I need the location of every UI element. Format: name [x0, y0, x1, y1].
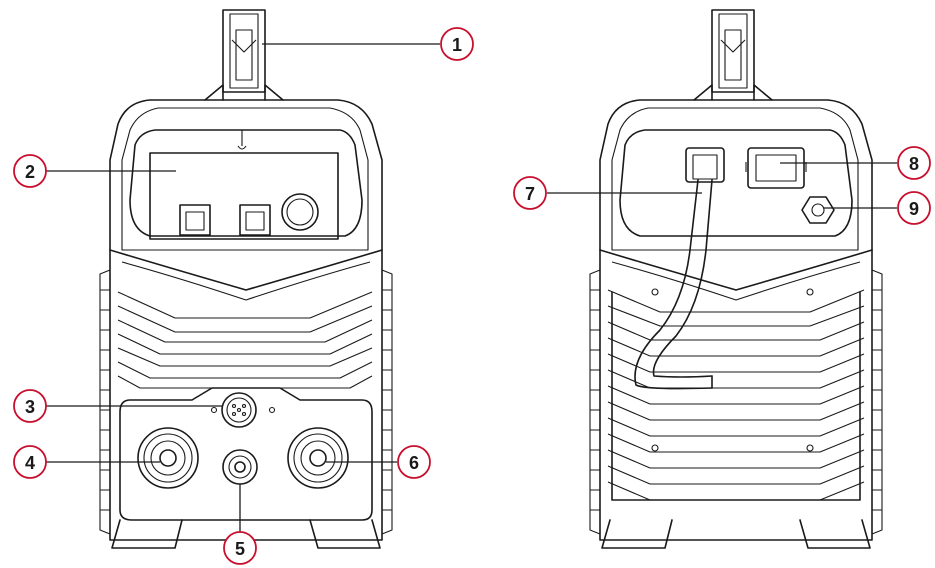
control-socket — [221, 392, 257, 428]
power-switch — [745, 147, 807, 189]
callout-4: 4 — [13, 445, 47, 479]
front-connector-panel — [119, 387, 373, 521]
callout-6: 6 — [397, 445, 431, 479]
callout-6-label: 6 — [409, 453, 419, 473]
back-body-outline — [599, 99, 873, 541]
back-view — [589, 9, 883, 549]
callout-5-label: 5 — [235, 539, 245, 559]
callout-4-label: 4 — [25, 453, 35, 473]
front-side-ribs — [99, 269, 393, 535]
gas-connector — [222, 449, 258, 485]
back-handle — [693, 9, 773, 101]
back-vents — [607, 288, 865, 501]
callout-9-label: 9 — [909, 199, 919, 219]
callout-3: 3 — [13, 389, 47, 423]
negative-terminal — [137, 427, 199, 489]
front-handle — [204, 9, 284, 101]
gas-inlet — [801, 196, 835, 224]
callout-8-label: 8 — [909, 154, 919, 174]
leader-lines — [30, 43, 897, 532]
positive-terminal — [287, 427, 349, 489]
power-cable — [634, 179, 713, 390]
callout-2-label: 2 — [25, 162, 35, 182]
front-control-panel — [129, 129, 363, 237]
front-view — [99, 9, 393, 549]
back-feet — [601, 519, 871, 549]
front-vents — [117, 291, 373, 389]
callout-8: 8 — [897, 146, 931, 180]
front-feet — [111, 519, 381, 549]
back-side-ribs — [589, 269, 883, 535]
callout-1: 1 — [440, 27, 474, 61]
front-panel-controls — [179, 193, 319, 236]
front-display-area — [149, 152, 339, 240]
back-panel — [619, 129, 853, 237]
callout-1-label: 1 — [452, 35, 462, 55]
cable-gland — [685, 147, 725, 183]
front-body-outline — [109, 99, 383, 541]
callout-2: 2 — [13, 154, 47, 188]
callout-3-label: 3 — [25, 397, 35, 417]
callout-5: 5 — [223, 531, 257, 565]
callout-7-label: 7 — [525, 184, 535, 204]
callout-9: 9 — [897, 191, 931, 225]
callout-7: 7 — [513, 176, 547, 210]
